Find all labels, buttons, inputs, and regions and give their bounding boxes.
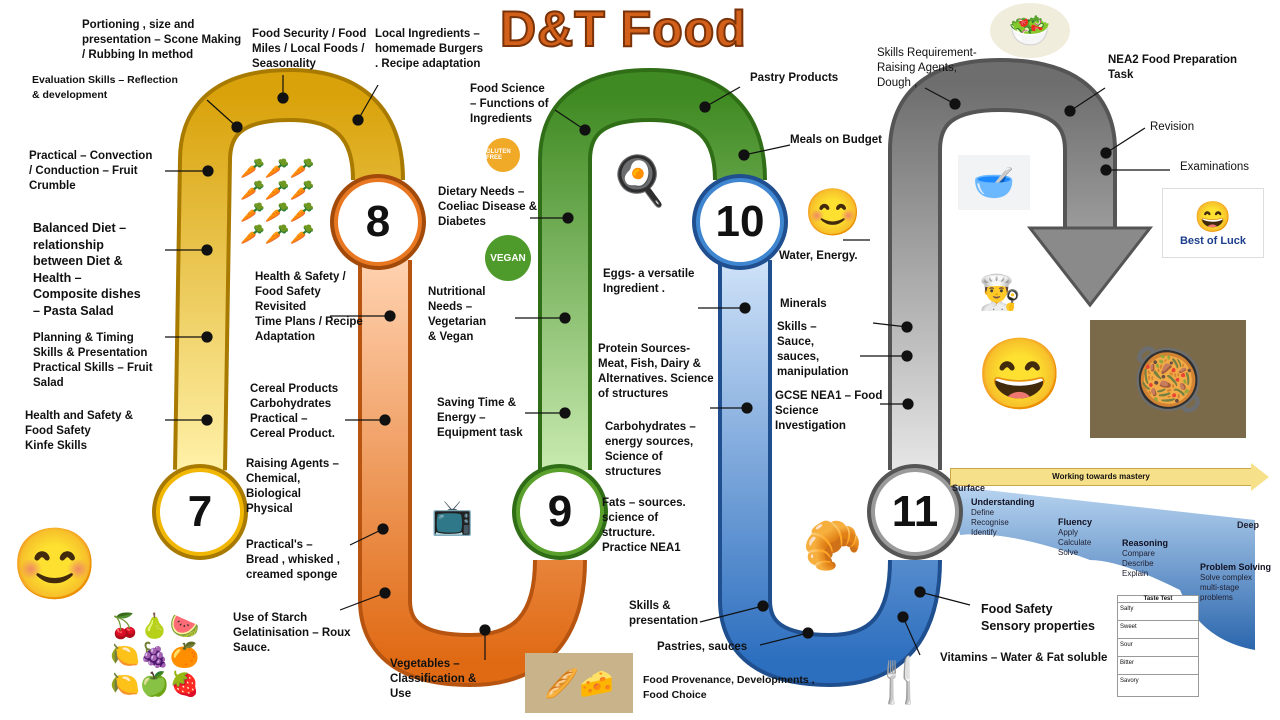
topic-pastries-sauces: Pastries, sauces	[657, 641, 748, 653]
topic-revision: Revision	[1150, 121, 1195, 133]
topic-vegetables: Vegetables – Classification & Use	[390, 658, 477, 700]
topic-water-energy: Water, Energy.	[779, 250, 858, 262]
vegan-badge: VEGAN	[485, 235, 531, 281]
stage-11-badge: 11	[875, 472, 955, 552]
topic-local-ingredients: Local Ingredients – homemade Burgers . R…	[375, 28, 484, 70]
cooking-kids-image: 👨‍🍳	[978, 274, 1022, 312]
microwave-icon: 📺	[431, 498, 474, 537]
topic-skills-requirement: Skills Requirement- Raising Agents, Doug…	[877, 47, 977, 89]
mastery-deep: Deep	[1237, 520, 1260, 530]
gluten-free-badge: GLUTEN FREE	[486, 138, 520, 172]
topic-food-safety-sensory: Food Safety Sensory properties	[981, 602, 1095, 633]
topic-nea2: NEA2 Food Preparation Task	[1108, 54, 1238, 81]
stage-10-badge: 10	[700, 182, 780, 262]
topic-portioning: Portioning , size and presentation – Sco…	[82, 19, 242, 61]
topic-carbohydrates: Carbohydrates – energy sources, Science …	[605, 421, 696, 478]
eatwell-plate-image: 🥗	[990, 3, 1070, 58]
stage-7-badge: 7	[160, 472, 240, 552]
topic-meals-budget: Meals on Budget	[790, 134, 883, 146]
topic-examinations: Examinations	[1180, 161, 1250, 173]
mastery-surface: Surface	[952, 483, 986, 493]
carrots-image: 🥕🥕🥕🥕🥕🥕🥕🥕🥕🥕🥕🥕	[240, 158, 315, 246]
topic-skills-sauce: Skills – Sauce, sauces, manipulation	[777, 321, 849, 378]
topic-pastry: Pastry Products	[750, 72, 839, 84]
chef-emoji-image: 😊	[11, 525, 99, 603]
chef-thumbs-image: 😄	[976, 335, 1064, 413]
frying-egg-image: 🍳	[609, 154, 670, 208]
plated-dish-image: 🥘	[1090, 320, 1246, 438]
topic-cereal: Cereal Products Carbohydrates Practical …	[250, 383, 339, 440]
topic-dietary-needs: Dietary Needs – Coeliac Disease & Diabet…	[438, 186, 538, 228]
topic-fats: Fats – sources. science of structure. Pr…	[602, 497, 686, 554]
topic-eggs: Eggs- a versatile Ingredient .	[603, 268, 695, 295]
topic-practicals: Practical's – Bread , whisked , creamed …	[246, 539, 340, 581]
page-title: D&T Food	[499, 0, 747, 58]
topic-protein: Protein Sources- Meat, Fish, Dairy & Alt…	[598, 343, 714, 400]
topic-health-safety-8: Health & Safety / Food Safety Revisited …	[255, 271, 363, 343]
fruit-faces-image: 🍒🍐🍉🍋🍇🍊🍋🍏🍓	[110, 612, 200, 698]
topic-balanced-diet: Balanced Diet – relationship between Die…	[33, 221, 141, 318]
topic-nutritional-needs: Nutritional Needs – Vegetarian & Vegan	[428, 286, 487, 343]
topic-food-security: Food Security / Food Miles / Local Foods…	[252, 28, 367, 70]
stage-9-badge: 9	[520, 472, 600, 552]
topic-evaluation: Evaluation Skills – Reflection & develop…	[32, 74, 178, 101]
topic-saving-time: Saving Time & Energy – Equipment task	[437, 397, 523, 439]
topic-provenance: Food Provenance, Developments , Food Cho…	[643, 674, 815, 701]
cutlery-icon: 🍴	[872, 656, 928, 705]
sun-emoji-image: 😊	[804, 185, 862, 238]
mastery-wedge	[950, 486, 1255, 650]
topic-food-science: Food Science – Functions of Ingredients	[470, 83, 549, 125]
pastries-image: 🥐	[802, 519, 863, 573]
final-arrow-head	[1026, 226, 1154, 308]
topic-skills-presentation: Skills & presentation	[629, 600, 699, 627]
topic-vitamins: Vitamins – Water & Fat soluble	[940, 652, 1108, 664]
topic-planning-timing: Planning & Timing Skills & Presentation …	[33, 332, 153, 389]
topic-minerals: Minerals	[780, 298, 827, 310]
topic-starch: Use of Starch Gelatinisation – Roux Sauc…	[233, 612, 351, 654]
topic-raising-agents: Raising Agents – Chemical, Biological Ph…	[246, 458, 339, 515]
topic-gcse-nea1: GCSE NEA1 – Food Science Investigation	[775, 390, 883, 432]
topic-health-safety-7: Health and Safety & Food Safety Kinfe Sk…	[25, 410, 133, 452]
topic-practical-convection: Practical – Convection / Conduction – Fr…	[29, 150, 153, 192]
vegetables-bread-image: 🥖🧀	[525, 653, 633, 713]
stage-8-badge: 8	[338, 182, 418, 262]
taste-test-sheet: Taste Test Salty Sweet Sour Bitter Savor…	[1117, 595, 1199, 697]
mastery-arrow: Working towards mastery	[950, 463, 1269, 491]
best-of-luck-image: 😄Best of Luck	[1162, 188, 1264, 258]
milestone-dots	[165, 75, 1170, 660]
mixer-image: 🥣	[958, 155, 1030, 210]
